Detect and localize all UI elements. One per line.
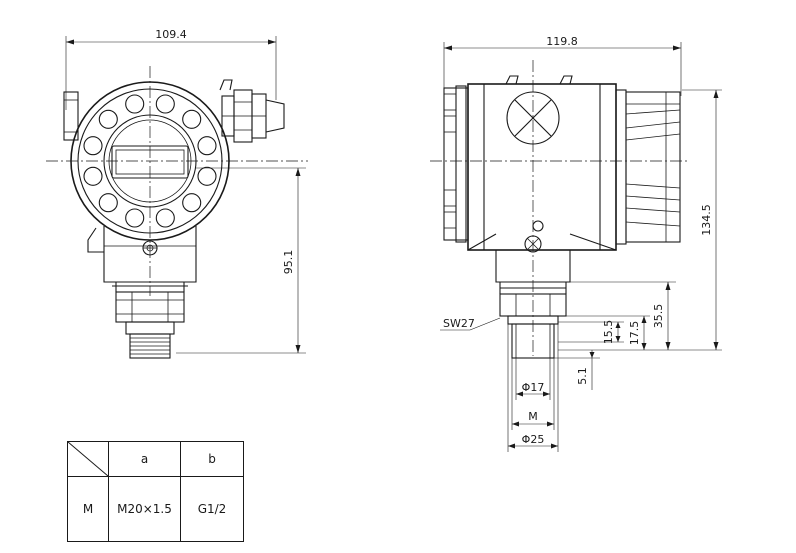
total-height-dimension: 134.5 [558,89,722,351]
front-height-dimension: 95.1 [176,167,306,354]
thread-dia-label: Φ17 [522,381,545,394]
cover-scallop [197,136,217,156]
side-view: 119.8 [430,35,722,452]
front-view: 109.4 [46,28,308,359]
cover-scallop [155,94,175,114]
lower-height-dimension: 35.5 [570,281,676,350]
dim-5-1-label: 5.1 [576,367,589,385]
dim-5-1: 5.1 [554,350,600,390]
cover-scallops [83,94,217,228]
left-cover [443,85,469,243]
value-a: M20×1.5 [108,476,181,542]
row-label-m: M [67,476,109,542]
value-b: G1/2 [180,476,244,542]
header-b: b [180,441,244,477]
right-cover [615,89,681,245]
cover-scallop [125,208,145,228]
dim-17-5: 17.5 [558,315,650,350]
dim-15-5-label: 15.5 [602,320,615,345]
cable-gland [219,79,285,143]
cover-scallop [125,94,145,114]
thread-table: a b M M20×1.5 G1/2 [67,441,244,542]
cover-scallop [155,208,175,228]
wrench-size-label: SW27 [443,317,475,330]
thread-m-label: M [528,410,538,423]
total-height-label: 134.5 [700,204,713,236]
front-width-label: 109.4 [155,28,187,41]
table-corner-cell [67,441,109,477]
cover-scallop [182,109,202,129]
cover-scallop [197,166,217,186]
cover-scallop [98,193,118,213]
front-height-label: 95.1 [282,250,295,275]
lower-height-label: 35.5 [652,304,665,329]
diameter-dimensions: Φ17 M Φ25 [507,318,559,452]
display-window [111,145,189,179]
front-width-dimension: 109.4 [65,28,277,110]
thread-lines [130,337,170,355]
header-a: a [108,441,181,477]
outer-dia-label: Φ25 [522,433,545,446]
side-width-dimension: 119.8 [443,35,682,96]
cover-scallop [98,109,118,129]
dim-15-5: 15.5 [558,320,624,345]
cover-scallop [182,193,202,213]
side-width-label: 119.8 [546,35,578,48]
cover-scallop [83,136,103,156]
cable-entry-symbol [506,91,560,145]
dim-17-5-label: 17.5 [628,321,641,346]
cover-scallop [83,166,103,186]
wrench-size-callout: SW27 [440,317,501,331]
